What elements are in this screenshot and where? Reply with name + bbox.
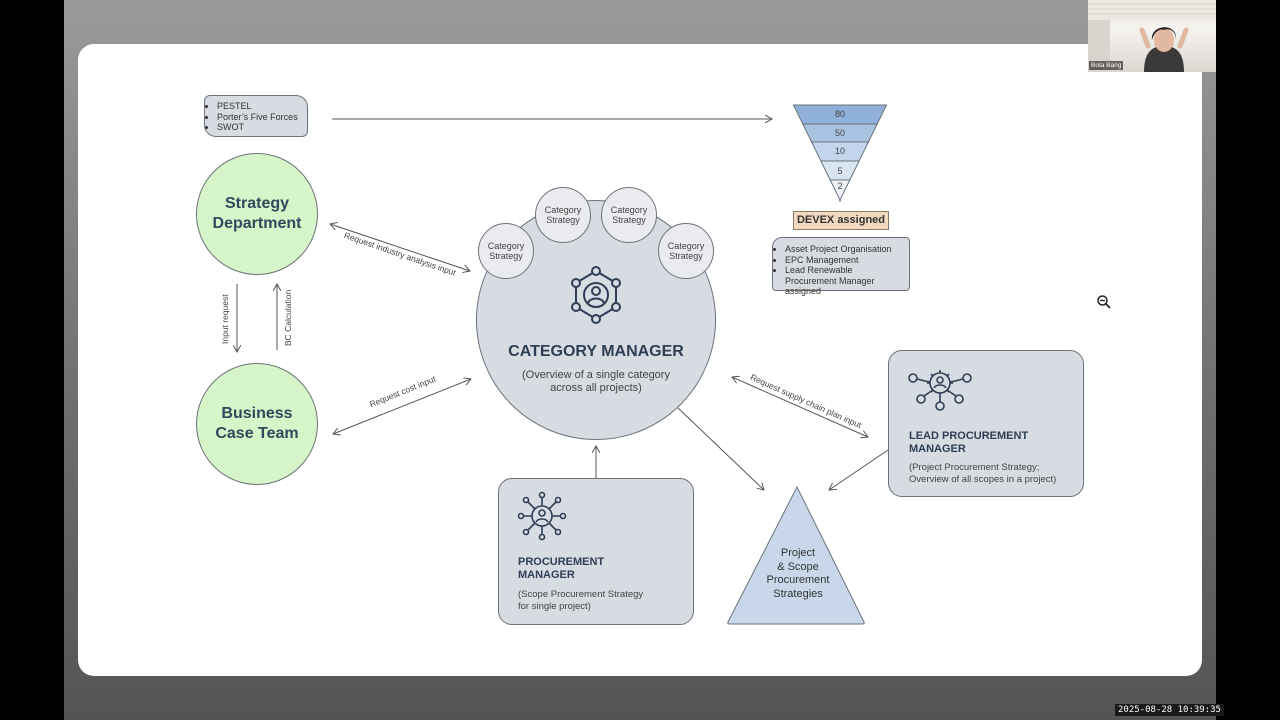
category-strategy-node: Category Strategy — [535, 187, 591, 243]
category-manager-network-icon — [571, 266, 621, 324]
tool-item: SWOT — [217, 122, 307, 133]
edge-label-bc-calculation: BC Calculation — [283, 289, 293, 346]
lead-procurement-title-line: LEAD PROCUREMENT — [909, 430, 1029, 442]
funnel-level-label: 2 — [837, 181, 843, 191]
category-manager-subtitle-line: across all projects) — [550, 382, 642, 394]
recording-timestamp: 2025-08-28 10:39:35 — [1115, 704, 1224, 716]
business-case-team-node: Business Case Team — [196, 363, 318, 485]
category-manager-subtitle-line: (Overview of a single category — [522, 369, 670, 381]
category-strategy-node: Category Strategy — [658, 223, 714, 279]
category-strategy-label: Category Strategy — [667, 241, 705, 261]
devex-item: EPC Management — [785, 255, 903, 266]
devex-box: Asset Project Organisation EPC Managemen… — [772, 237, 910, 296]
devex-item: Lead Renewable Procurement Manager assig… — [785, 265, 903, 297]
lead-procurement-sub-line: Overview of all scopes in a project) — [909, 473, 1057, 485]
lead-procurement-manager-card: LEAD PROCUREMENT MANAGER (Project Procur… — [888, 350, 1084, 497]
participant-video-thumbnail[interactable]: Bota Bang — [1088, 0, 1216, 72]
devex-assigned-label: DEVEX assigned — [793, 211, 889, 230]
category-manager-title: CATEGORY MANAGER — [508, 343, 684, 360]
procurement-manager-card: PROCUREMENT MANAGER (Scope Procurement S… — [498, 478, 694, 625]
procurement-sub-line: (Scope Procurement Strategy — [518, 589, 644, 600]
funnel-level-label: 50 — [834, 128, 845, 138]
participant-avatar — [1088, 0, 1216, 72]
procurement-manager-title: PROCUREMENT MANAGER — [518, 556, 604, 582]
procurement-manager-subtitle: (Scope Procurement Strategy for single p… — [518, 589, 643, 612]
category-strategy-node: Category Strategy — [601, 187, 657, 243]
triangle-label-line: & Scope — [777, 560, 819, 573]
analysis-tools-box: PESTEL Porter’s Five Forces SWOT — [204, 95, 308, 137]
slide: PESTEL Porter’s Five Forces SWOT 80 50 1… — [78, 44, 1202, 676]
triangle-label-line: Strategies — [773, 587, 823, 600]
funnel-level-label: 5 — [837, 166, 843, 176]
arrow-strategy-category — [330, 224, 470, 271]
edge-label-input-request: Input request — [220, 294, 230, 344]
category-strategy-label: Category Strategy — [487, 241, 525, 261]
procurement-manager-network-icon — [517, 491, 567, 541]
arrow-category-to-triangle — [677, 407, 764, 490]
funnel-level-label: 80 — [834, 109, 845, 119]
arrow-lead-to-triangle — [829, 449, 889, 490]
project-funnel — [792, 104, 888, 202]
triangle-label-line: Project — [780, 547, 816, 559]
category-strategy-label: Category Strategy — [610, 205, 648, 225]
triangle-label: Project & Scope Procurement Strategies — [756, 547, 840, 601]
arrow-category-lead — [732, 377, 868, 437]
procurement-title-line: MANAGER — [518, 569, 575, 581]
category-manager-subtitle: (Overview of a single category across al… — [522, 369, 670, 395]
diagram-connectors — [78, 44, 889, 676]
lead-procurement-title-line: MANAGER — [909, 443, 966, 455]
lead-procurement-team-icon — [908, 370, 972, 411]
triangle-label-line: Procurement — [766, 574, 830, 586]
procurement-title-line: PROCUREMENT — [518, 556, 605, 568]
lead-procurement-sub-line: (Project Procurement Strategy; — [909, 462, 1040, 473]
tool-item: PESTEL — [217, 101, 307, 112]
category-strategy-node: Category Strategy — [478, 223, 534, 279]
funnel-band — [829, 179, 851, 202]
category-strategy-label: Category Strategy — [544, 205, 582, 225]
project-scope-strategies-triangle — [727, 485, 865, 625]
lead-procurement-manager-subtitle: (Project Procurement Strategy; Overview … — [909, 462, 1056, 485]
strategy-department-label: Strategy Department — [212, 195, 302, 232]
devex-item: Asset Project Organisation — [785, 244, 903, 255]
business-case-team-label: Business Case Team — [215, 405, 299, 442]
participant-name: Bota Bang — [1089, 61, 1124, 70]
tool-item: Porter’s Five Forces — [217, 112, 307, 123]
procurement-sub-line: for single project) — [518, 600, 591, 612]
funnel-level-label: 10 — [834, 146, 845, 156]
zoom-out-icon[interactable] — [1096, 294, 1112, 310]
lead-procurement-manager-title: LEAD PROCUREMENT MANAGER — [909, 430, 1028, 456]
strategy-department-node: Strategy Department — [196, 153, 318, 275]
arrow-business-category — [333, 379, 471, 434]
